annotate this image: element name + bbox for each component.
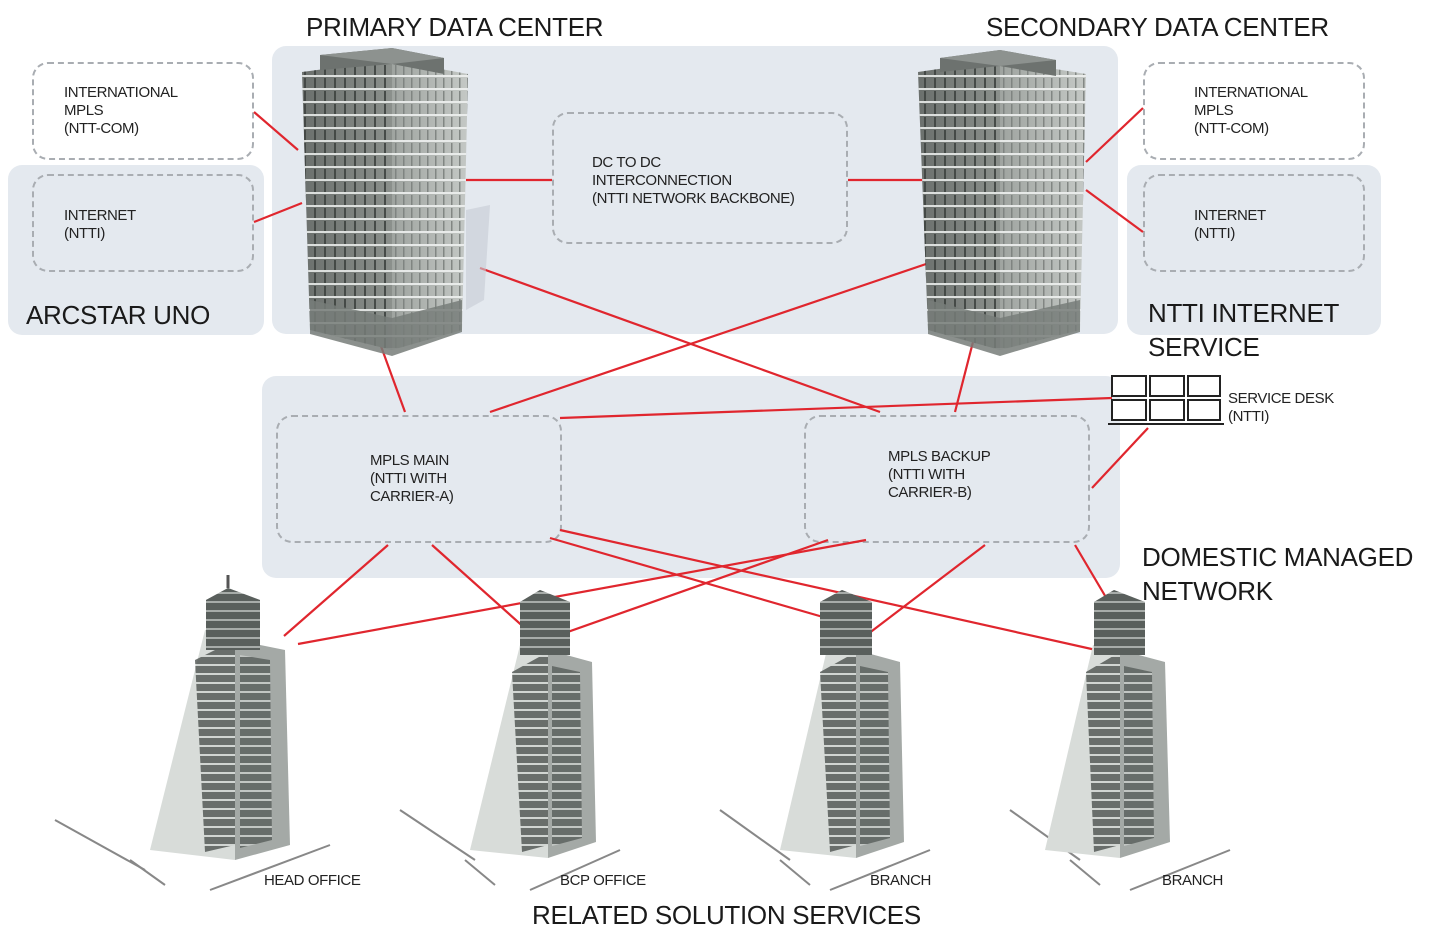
mpls-backup-box	[804, 415, 1090, 543]
ntti-internet-service-label: NTTI INTERNET SERVICE	[1148, 298, 1340, 362]
data-center-building-icon	[302, 48, 490, 356]
mpls-main-box	[276, 415, 562, 543]
dc-interconnect-box	[552, 112, 848, 244]
internet-left-box	[32, 174, 254, 272]
ntti-internet-panel	[1127, 165, 1381, 335]
data-center-building-icon	[918, 50, 1086, 356]
dc-interconnect-label: DC TO DC INTERCONNECTION (NTTI NETWORK B…	[592, 154, 795, 207]
office-tower-icon	[719, 590, 931, 891]
office-tower-icon	[1009, 590, 1231, 891]
office-tower-icon	[399, 590, 621, 891]
connection-lines	[253, 107, 1149, 654]
monitor-wall-icon	[1108, 375, 1224, 425]
intl-mpls-left-label: INTERNATIONAL MPLS (NTT-COM)	[64, 84, 178, 137]
site-label-head-office: HEAD OFFICE	[264, 872, 361, 889]
arcstar-uno-panel	[8, 165, 264, 335]
domestic-managed-network-label: DOMESTIC MANAGED NETWORK	[1142, 542, 1414, 606]
internet-right-box	[1143, 174, 1365, 272]
site-label-branch-1: BRANCH	[870, 872, 931, 889]
intl-mpls-left-box	[32, 62, 254, 160]
primary-data-center-title: PRIMARY DATA CENTER	[306, 12, 604, 42]
service-desk-label: SERVICE DESK (NTTI)	[1228, 390, 1334, 425]
internet-left-label: INTERNET (NTTI)	[64, 207, 136, 242]
intl-mpls-right-box	[1143, 62, 1365, 160]
arcstar-uno-label: ARCSTAR UNO	[26, 300, 211, 330]
related-solution-services-title: RELATED SOLUTION SERVICES	[532, 900, 921, 930]
site-label-bcp-office: BCP OFFICE	[560, 872, 646, 889]
intl-mpls-right-label: INTERNATIONAL MPLS (NTT-COM)	[1194, 84, 1308, 137]
secondary-data-center-title: SECONDARY DATA CENTER	[986, 12, 1329, 42]
site-label-branch-2: BRANCH	[1162, 872, 1223, 889]
internet-right-label: INTERNET (NTTI)	[1194, 207, 1266, 242]
mpls-main-label: MPLS MAIN (NTTI WITH CARRIER-A)	[370, 452, 454, 505]
office-tower-icon	[54, 575, 331, 891]
mpls-backup-label: MPLS BACKUP (NTTI WITH CARRIER-B)	[888, 448, 991, 501]
